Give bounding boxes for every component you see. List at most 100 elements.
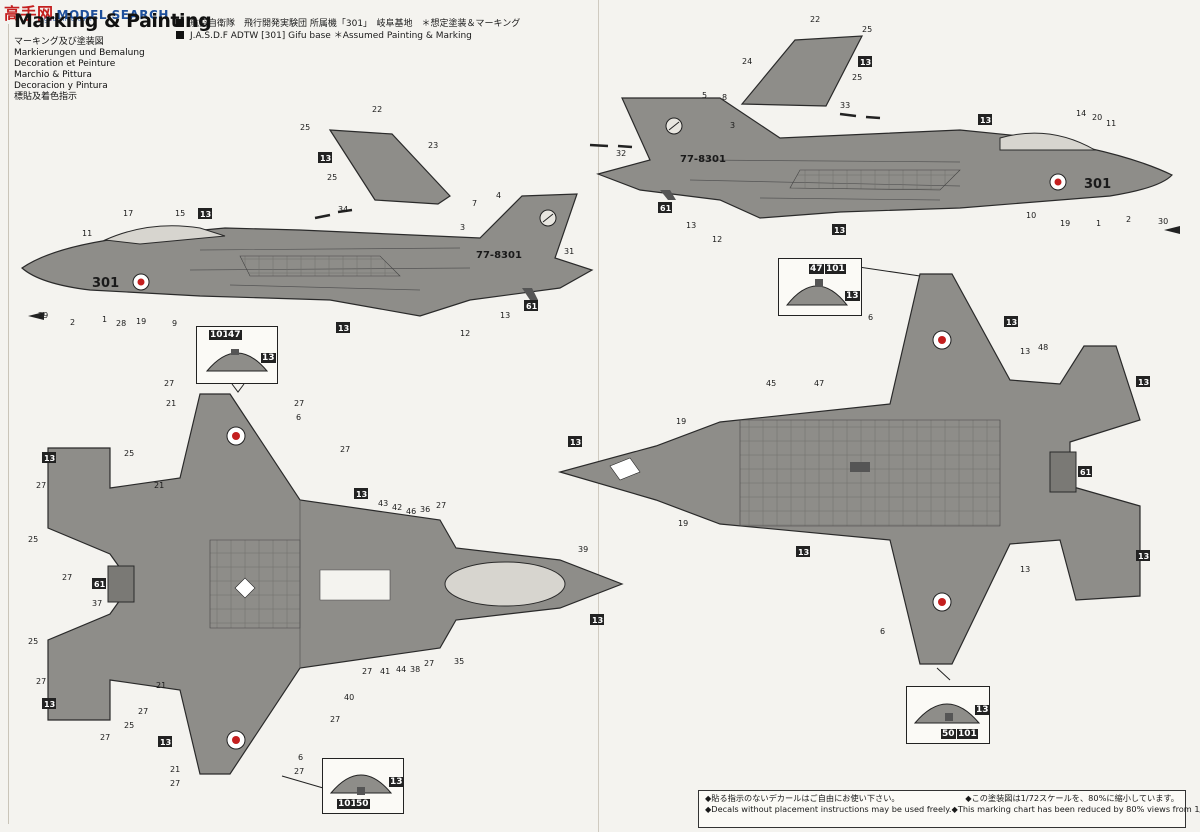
svg-text:47: 47 [814,379,824,388]
svg-text:19: 19 [676,417,686,426]
svg-text:27: 27 [330,715,340,724]
svg-text:27: 27 [164,379,174,388]
svg-text:11: 11 [82,229,92,238]
svg-text:19: 19 [136,317,146,326]
svg-text:25: 25 [862,25,872,34]
svg-text:27: 27 [294,767,304,776]
svg-text:25: 25 [852,73,862,82]
callout-right-top: 47 101 13 [778,258,862,316]
svg-text:11: 11 [1106,119,1116,128]
svg-text:46: 46 [406,507,416,516]
svg-text:61: 61 [526,302,538,311]
top-view [47,393,624,775]
callout-decal-101: 101 [957,729,978,739]
svg-text:12: 12 [712,235,722,244]
svg-text:21: 21 [166,399,176,408]
svg-text:6: 6 [880,627,885,636]
caption-en: J.A.S.D.F ADTW [301] Gifu base ＊Assumed … [190,31,472,41]
svg-text:21: 21 [154,481,164,490]
svg-text:13: 13 [44,454,55,463]
lang-fr: Decoration et Peinture [14,59,116,69]
svg-text:3: 3 [730,121,735,130]
svg-text:3: 3 [460,223,465,232]
svg-text:10: 10 [1026,211,1036,220]
lang-cn: 標貼及着色指示 [14,92,78,102]
svg-text:41: 41 [380,667,390,676]
callout-decal-47: 47 [227,330,242,340]
svg-text:13: 13 [834,226,845,235]
callout-decal-50: 50 [941,729,956,739]
svg-text:12: 12 [460,329,470,338]
svg-text:22: 22 [372,105,382,114]
svg-text:2: 2 [70,318,75,327]
svg-text:20: 20 [1092,113,1102,122]
svg-text:27: 27 [62,573,72,582]
svg-text:6: 6 [296,413,301,422]
svg-text:13: 13 [1020,565,1030,574]
svg-text:9: 9 [172,319,177,328]
callout-right-bottom: 13 50 101 [906,686,990,744]
svg-text:24: 24 [742,57,752,66]
svg-text:13: 13 [686,221,696,230]
svg-text:25: 25 [124,721,134,730]
svg-text:8: 8 [722,93,727,102]
svg-text:13: 13 [44,700,55,709]
svg-text:1: 1 [102,315,107,324]
svg-text:13: 13 [338,324,349,333]
callout-decal-101: 101 [337,799,358,809]
svg-text:45: 45 [766,379,776,388]
svg-text:13: 13 [160,738,171,747]
svg-text:27: 27 [340,445,350,454]
page-fold [598,0,599,832]
svg-text:13: 13 [500,311,510,320]
svg-text:27: 27 [294,399,304,408]
callout-decal-13: 13 [975,705,990,715]
svg-text:19: 19 [1060,219,1070,228]
svg-text:27: 27 [436,501,446,510]
lang-ja: マーキング及び塗装図 [14,37,104,47]
svg-text:13: 13 [200,210,211,219]
callout-decal-13: 13 [261,353,276,363]
bottom-view [557,273,1141,665]
bullet-square-icon [176,31,184,39]
svg-text:14: 14 [1076,109,1086,118]
callout-left-bottom: 13 101 50 [322,758,404,814]
note-en-1: ◆Decals without placement instructions m… [705,804,952,814]
svg-text:13: 13 [1138,552,1149,561]
serial-left: 77-8301 [476,250,522,261]
svg-text:13: 13 [1020,347,1030,356]
svg-text:27: 27 [138,707,148,716]
svg-text:36: 36 [420,505,430,514]
svg-text:25: 25 [28,637,38,646]
svg-text:13: 13 [320,154,331,163]
callout-left-top: 101 47 13 [196,326,278,384]
svg-text:2: 2 [1126,215,1131,224]
svg-text:15: 15 [175,209,185,218]
watermark-url: gao.shou.com [44,16,93,23]
svg-text:34: 34 [338,205,348,214]
nose-number-right: 301 [1084,177,1111,192]
svg-text:32: 32 [616,149,626,158]
lang-de: Markierungen und Bemalung [14,48,145,58]
page-title: Marking & Painting [14,10,212,32]
svg-text:13: 13 [798,548,809,557]
lang-it: Marchio & Pittura [14,70,92,80]
callout-decal-50: 50 [355,799,370,809]
callout-decal-13: 13 [389,777,404,787]
svg-text:7: 7 [472,199,477,208]
boxed-decal-labels: 13 13 61 13 13 13 13 61 13 13 61 13 13 1… [42,56,1150,747]
svg-text:44: 44 [396,665,406,674]
svg-text:28: 28 [116,319,126,328]
svg-text:30: 30 [1158,217,1168,226]
svg-text:25: 25 [327,173,337,182]
scheme-caption: 航空自衛隊 飛行開発実験団 所属機「301」 岐阜基地 ＊想定塗装＆マーキング … [176,18,520,42]
svg-text:13: 13 [1006,318,1017,327]
svg-text:13: 13 [1138,378,1149,387]
svg-text:31: 31 [564,247,574,256]
svg-text:35: 35 [454,657,464,666]
notes-box: ◆貼る指示のないデカールはご自由にお使い下さい。 ◆この塗装図は1/72スケール… [698,790,1200,828]
callout-decal-101: 101 [825,264,846,274]
svg-text:29: 29 [38,311,48,320]
